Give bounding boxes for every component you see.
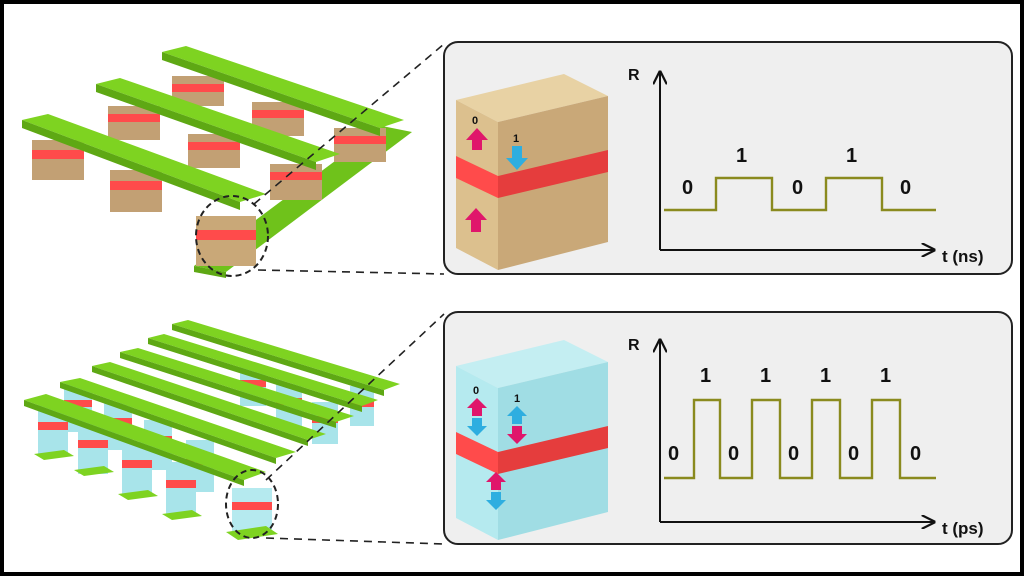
top-electrode-bars — [22, 46, 404, 210]
y-axis-label: R — [628, 67, 640, 84]
spin-state-label: 0 — [472, 115, 478, 127]
zoom-circle — [195, 195, 269, 277]
bit-label: 1 — [760, 365, 771, 387]
pillar — [172, 76, 224, 106]
bit-label: 1 — [700, 365, 711, 387]
magnetization-arrow-icons: 0 1 — [467, 385, 527, 510]
resistance-time-graph: R t (ps) 0 1 0 1 0 1 0 1 0 — [628, 337, 984, 538]
bit-label: 0 — [848, 443, 859, 465]
bit-label: 1 — [820, 365, 831, 387]
bottom-electrode-pads — [34, 450, 278, 540]
resistance-waveform — [664, 398, 936, 480]
antiferromagnet-detail-panel: 0 1 R t (ps) 0 1 0 1 0 1 0 1 0 — [443, 311, 1013, 545]
magnetization-arrow-icons: 0 1 — [465, 115, 528, 232]
spin-state-label: 1 — [513, 133, 519, 145]
zoom-circle — [225, 469, 279, 539]
bit-label: 1 — [880, 365, 891, 387]
resistance-waveform — [664, 176, 936, 212]
x-axis-label: t (ps) — [942, 519, 984, 538]
antiferromagnet-cube — [456, 340, 608, 540]
antiparallel-arrow-icon — [507, 406, 527, 444]
bit-label: 0 — [788, 443, 799, 465]
antiferromagnet-crossbar-array — [24, 320, 400, 540]
pillar — [270, 164, 322, 200]
spin-state-label: 1 — [514, 393, 520, 405]
diagram-canvas: 0 1 R t (ns) 0 1 0 1 0 — [22, 41, 1013, 545]
pillar — [108, 106, 160, 140]
y-axis-label: R — [628, 337, 640, 354]
bit-label: 0 — [900, 177, 911, 199]
ferromagnet-cube — [456, 74, 608, 270]
bit-label: 0 — [728, 443, 739, 465]
ferromagnet-pillars — [32, 76, 386, 266]
magnetization-up-arrow-icon — [466, 128, 488, 150]
resistance-time-graph: R t (ns) 0 1 0 1 0 — [628, 67, 984, 266]
bit-label: 0 — [668, 443, 679, 465]
bit-label: 0 — [682, 177, 693, 199]
ferromagnet-crossbar-array — [22, 46, 412, 278]
x-axis-label: t (ns) — [942, 247, 984, 266]
bit-label: 1 — [846, 145, 857, 167]
pillar — [196, 216, 256, 266]
spin-state-label: 0 — [473, 385, 479, 397]
ferromagnet-detail-panel: 0 1 R t (ns) 0 1 0 1 0 — [443, 41, 1013, 275]
antiparallel-arrow-icon — [467, 398, 487, 436]
bit-label: 0 — [910, 443, 921, 465]
bit-label: 1 — [736, 145, 747, 167]
zoom-connector-lines — [253, 43, 445, 545]
magnetization-down-arrow-icon — [506, 146, 528, 170]
figure-frame: 0 1 R t (ns) 0 1 0 1 0 — [4, 4, 1020, 572]
antiparallel-arrow-icon — [486, 472, 506, 510]
magnetization-up-arrow-icon — [465, 208, 487, 232]
top-electrode-bars — [24, 320, 400, 486]
bit-label: 0 — [792, 177, 803, 199]
